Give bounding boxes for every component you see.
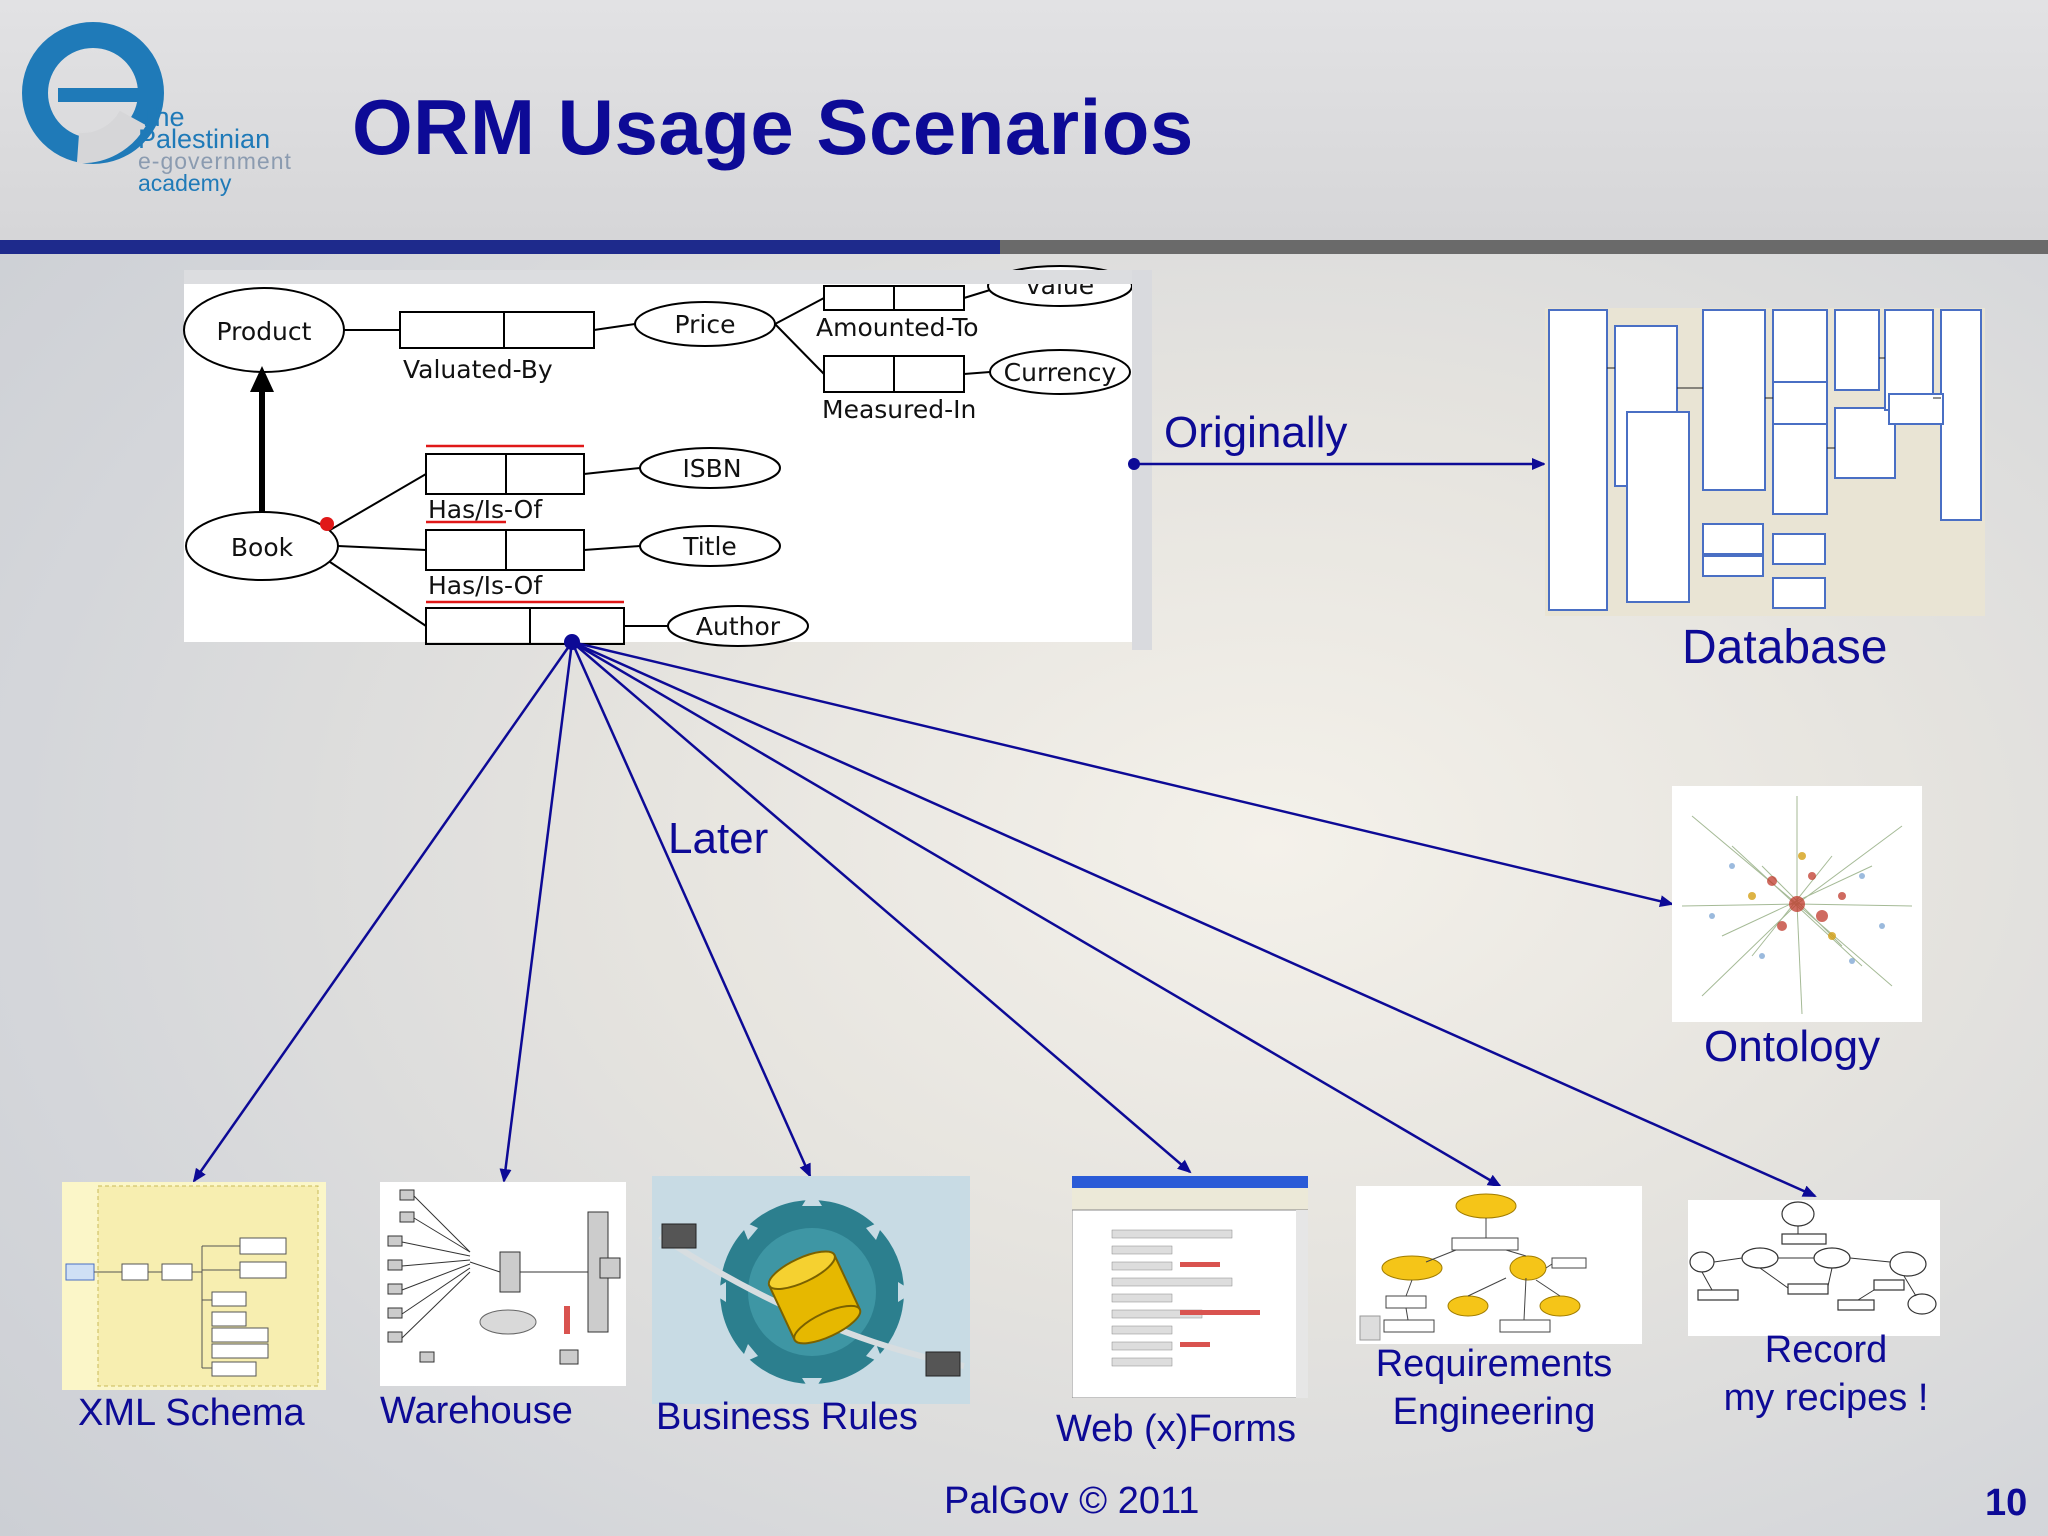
price-label: Price: [675, 310, 736, 339]
currency-label: Currency: [1004, 358, 1117, 387]
measured-in-label: Measured-In: [822, 395, 976, 424]
database-label: Database: [1682, 621, 1888, 674]
recipes-label: Record my recipes !: [1698, 1326, 1954, 1422]
warehouse-network-image: [380, 1182, 626, 1386]
slide-header: [0, 0, 2048, 240]
recipes-diagram-image: [1688, 1200, 1940, 1336]
web-forms-label: Web (x)Forms: [1056, 1408, 1296, 1450]
arrow-to-recipes: [571, 640, 1817, 1198]
xml-schema-label: XML Schema: [78, 1392, 305, 1434]
title-entity-label: Title: [682, 532, 737, 561]
business-rules-image: [652, 1176, 970, 1404]
database-diagram-image: [1545, 308, 1985, 616]
logo-text: The Palestinian e-government academy: [138, 102, 318, 196]
book-label: Book: [231, 533, 294, 562]
requirements-label-line-1: Requirements: [1375, 1343, 1613, 1385]
arrow-origin-dot-top: [1128, 458, 1140, 470]
valuated-by-label: Valuated-By: [403, 355, 553, 384]
ontology-graph-image: [1672, 786, 1922, 1022]
header-divider-blue: [0, 240, 1000, 254]
arrow-to-business-rules: [570, 641, 812, 1178]
amounted-to-label: Amounted-To: [816, 313, 979, 342]
arrow-to-ontology: [571, 640, 1674, 908]
logo-line-2: e-government: [138, 148, 292, 174]
requirements-diagram-image: [1356, 1186, 1642, 1344]
warehouse-label: Warehouse: [380, 1390, 573, 1432]
requirements-label: Requirements Engineering: [1362, 1340, 1626, 1436]
slide-title: ORM Usage Scenarios: [352, 83, 1194, 171]
arrow-origin-dot-bottom: [564, 634, 580, 650]
header-divider-gray: [1000, 240, 2048, 254]
arrow-to-requirements: [571, 640, 1502, 1188]
ontology-label: Ontology: [1704, 1022, 1881, 1071]
arrow-to-warehouse: [499, 641, 574, 1183]
isbn-label: ISBN: [682, 454, 741, 483]
web-forms-image: [1072, 1176, 1308, 1398]
product-label: Product: [217, 317, 312, 346]
originally-label: Originally: [1164, 408, 1348, 457]
has-is-of-label-2: Has/Is-Of: [428, 571, 543, 600]
arrow-to-xml-schema: [192, 641, 574, 1183]
logo-line-3: academy: [138, 170, 232, 196]
arrow-to-web-forms: [571, 641, 1192, 1174]
recipes-label-line-1: Record: [1764, 1329, 1888, 1371]
page-number: 10: [1985, 1482, 2028, 1524]
logo-e-icon: [22, 22, 164, 164]
requirements-label-line-2: Engineering: [1392, 1391, 1596, 1433]
has-is-of-label-1: Has/Is-Of: [428, 495, 543, 524]
footer-copyright: PalGov © 2011: [944, 1480, 1200, 1522]
author-label: Author: [696, 612, 781, 641]
recipes-label-line-2: my recipes !: [1723, 1377, 1929, 1419]
later-label: Later: [668, 814, 769, 863]
palgov-logo: The Palestinian e-government academy: [18, 18, 318, 195]
logo-line-1: The Palestinian: [138, 102, 271, 154]
business-rules-label: Business Rules: [656, 1396, 918, 1438]
xml-schema-image: [62, 1182, 326, 1390]
mandatory-dot: [320, 517, 334, 531]
